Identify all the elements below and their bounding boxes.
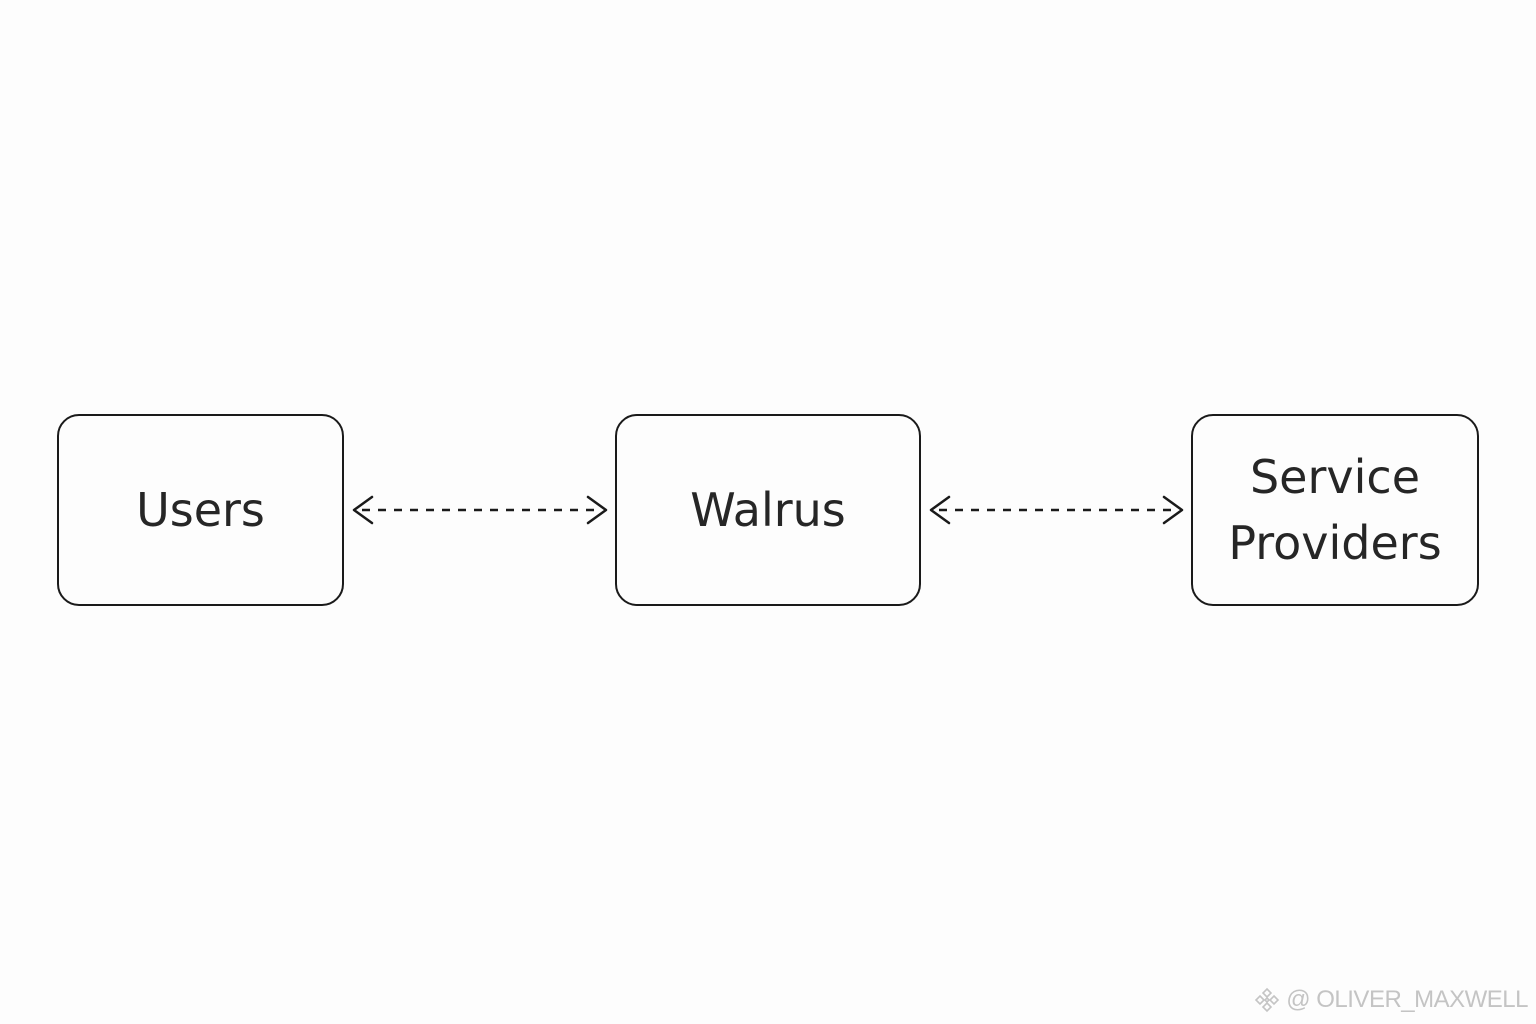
arrowhead-right-icon [1162,495,1184,525]
arrowhead-left-icon [929,495,951,525]
node-walrus: Walrus [615,414,921,606]
watermark-text: @ OLIVER_MAXWELL [1286,986,1528,1013]
arrowhead-right-icon [586,495,608,525]
arrowhead-left-icon [352,495,374,525]
edge-users-walrus [352,495,608,525]
watermark: @ OLIVER_MAXWELL [1254,986,1528,1014]
binance-logo-icon [1255,987,1280,1013]
node-users: Users [57,414,344,606]
node-service-providers: Service Providers [1191,414,1479,606]
node-users-label: Users [136,483,265,537]
edge-walrus-service-providers [929,495,1184,525]
node-walrus-label: Walrus [690,483,846,537]
node-service-providers-label: Service Providers [1228,450,1442,570]
